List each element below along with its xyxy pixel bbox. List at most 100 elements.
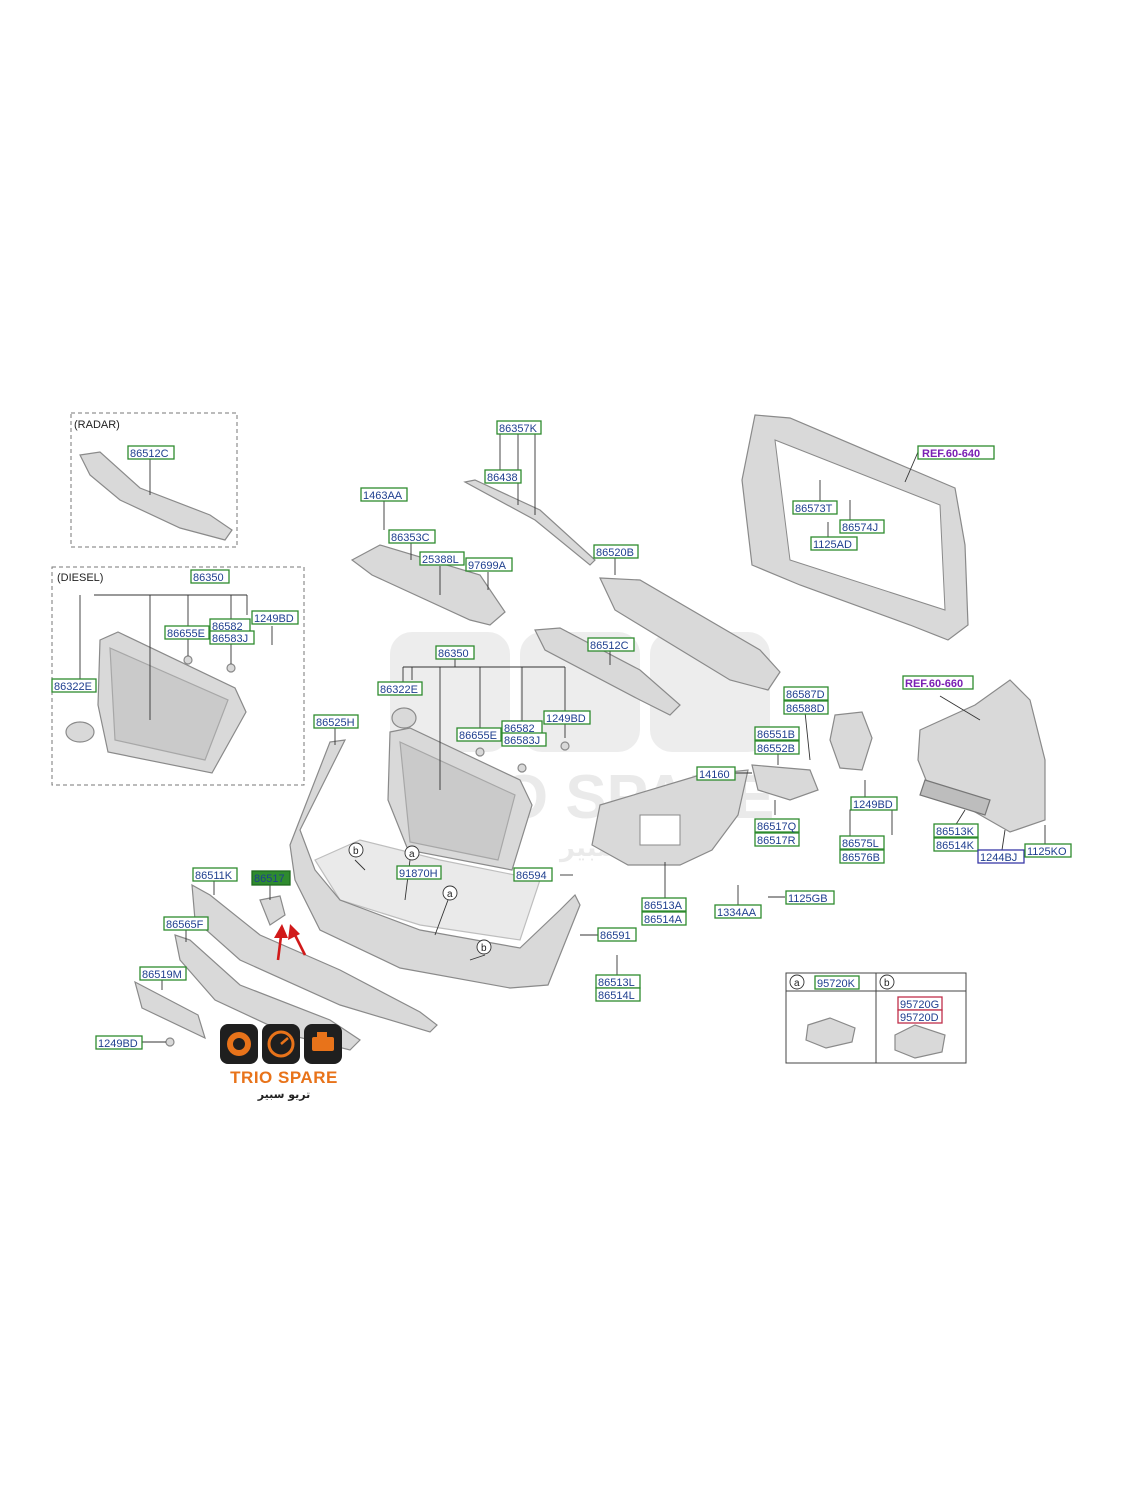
- label-diesel-1249BD[interactable]: 1249BD: [251, 610, 299, 625]
- label-86588D[interactable]: 86588D: [783, 700, 829, 715]
- label-86350[interactable]: 86350: [435, 645, 475, 660]
- label-86438[interactable]: 86438: [484, 469, 522, 484]
- label-1125KO[interactable]: 1125KO: [1024, 843, 1072, 858]
- bumper-bracket[interactable]: [751, 764, 819, 801]
- label-86565F[interactable]: 86565F: [163, 916, 209, 931]
- label-14160[interactable]: 14160: [696, 766, 736, 781]
- label-86512C[interactable]: 86512C: [587, 637, 635, 652]
- label-95720K[interactable]: 95720K: [814, 975, 860, 990]
- label-86517R[interactable]: 86517R: [754, 832, 800, 847]
- svg-text:86513L: 86513L: [598, 977, 635, 989]
- label-diesel-86350[interactable]: 86350: [190, 569, 230, 584]
- svg-text:1249BD: 1249BD: [98, 1038, 138, 1050]
- bumper-absorber[interactable]: [599, 577, 781, 691]
- svg-text:86520B: 86520B: [596, 547, 634, 559]
- center-grille: [387, 655, 570, 871]
- label-86514K[interactable]: 86514K: [933, 837, 979, 852]
- label-radar-86512C[interactable]: 86512C: [127, 445, 175, 460]
- label-ref-60-640[interactable]: REF.60-640: [917, 445, 995, 460]
- svg-text:95720D: 95720D: [900, 1012, 939, 1024]
- hood-seal[interactable]: [463, 479, 596, 566]
- label-1249BD-c[interactable]: 1249BD: [95, 1035, 143, 1050]
- label-86551B[interactable]: 86551B: [754, 726, 800, 741]
- upper-cover[interactable]: [350, 544, 506, 626]
- label-86513K[interactable]: 86513K: [933, 823, 979, 838]
- label-86514A[interactable]: 86514A: [641, 911, 687, 926]
- front-bumper-cover[interactable]: [289, 739, 581, 989]
- tow-hook-cover[interactable]: [259, 895, 286, 926]
- svg-text:1249BD: 1249BD: [546, 713, 586, 725]
- label-86513L[interactable]: 86513L: [595, 974, 641, 989]
- bumper-cover: [289, 728, 581, 989]
- radar-grille-garnish[interactable]: [79, 451, 233, 541]
- label-86511K[interactable]: 86511K: [192, 867, 238, 882]
- label-1125GB[interactable]: 1125GB: [785, 890, 835, 905]
- inset-tag-a: a: [794, 978, 800, 989]
- label-86514L[interactable]: 86514L: [595, 987, 641, 1002]
- emblem[interactable]: [391, 707, 417, 729]
- label-86357K[interactable]: 86357K: [496, 420, 542, 435]
- grille-garnish[interactable]: [534, 627, 681, 716]
- label-86552B[interactable]: 86552B: [754, 740, 800, 755]
- label-86517Q[interactable]: 86517Q: [754, 818, 800, 833]
- label-95720G[interactable]: 95720G: [897, 996, 943, 1011]
- svg-text:86513K: 86513K: [936, 826, 975, 838]
- label-ref-60-660[interactable]: REF.60-660: [902, 675, 974, 690]
- label-86583J[interactable]: 86583J: [501, 732, 547, 747]
- label-86517-selected[interactable]: 86517: [251, 870, 291, 886]
- label-86576B[interactable]: 86576B: [839, 849, 885, 864]
- part-labels: 86512C 86350 86655E 86582 86583J 1249BD …: [51, 420, 1072, 1050]
- diesel-emblem[interactable]: [65, 721, 95, 743]
- lower-lip-garnish[interactable]: [191, 883, 438, 1033]
- svg-text:1125GB: 1125GB: [788, 893, 828, 905]
- svg-text:86517R: 86517R: [757, 835, 796, 847]
- svg-text:86350: 86350: [193, 572, 224, 584]
- skid-plate[interactable]: [174, 934, 361, 1051]
- parking-sensor-b[interactable]: [894, 1024, 946, 1059]
- label-86574J[interactable]: 86574J: [839, 519, 885, 534]
- svg-text:14160: 14160: [699, 769, 730, 781]
- svg-text:86353C: 86353C: [391, 532, 430, 544]
- svg-text:95720G: 95720G: [900, 999, 939, 1011]
- label-86587D[interactable]: 86587D: [783, 686, 829, 701]
- svg-text:25388L: 25388L: [422, 554, 459, 566]
- svg-text:86576B: 86576B: [842, 852, 880, 864]
- label-diesel-86655E[interactable]: 86655E: [164, 625, 210, 640]
- label-1334AA[interactable]: 1334AA: [714, 904, 762, 919]
- label-86525H[interactable]: 86525H: [313, 714, 359, 729]
- label-95720D[interactable]: 95720D: [897, 1009, 943, 1024]
- license-plate-bracket[interactable]: [134, 980, 206, 1040]
- air-guard[interactable]: [829, 711, 873, 771]
- label-86573T[interactable]: 86573T: [792, 500, 838, 515]
- label-86353C[interactable]: 86353C: [388, 529, 436, 544]
- svg-text:1125AD: 1125AD: [813, 539, 852, 551]
- svg-text:86514K: 86514K: [936, 840, 975, 852]
- label-86655E[interactable]: 86655E: [456, 727, 502, 742]
- svg-text:86322E: 86322E: [380, 684, 418, 696]
- svg-text:1463AA: 1463AA: [363, 490, 403, 502]
- label-diesel-86583J[interactable]: 86583J: [209, 630, 255, 645]
- label-86594[interactable]: 86594: [513, 867, 553, 882]
- svg-text:86511K: 86511K: [195, 870, 233, 882]
- label-1244BJ[interactable]: 1244BJ: [977, 849, 1025, 864]
- label-1249BD-b[interactable]: 1249BD: [850, 796, 898, 811]
- label-1125AD[interactable]: 1125AD: [810, 536, 858, 551]
- label-86520B[interactable]: 86520B: [593, 544, 639, 559]
- label-91870H[interactable]: 91870H: [396, 865, 442, 880]
- label-86519M[interactable]: 86519M: [139, 966, 187, 981]
- label-97699A[interactable]: 97699A: [465, 557, 513, 572]
- parking-sensor-a[interactable]: [805, 1017, 856, 1049]
- label-1463AA[interactable]: 1463AA: [360, 487, 408, 502]
- svg-text:REF.60-640: REF.60-640: [922, 448, 980, 460]
- label-86575L[interactable]: 86575L: [839, 835, 885, 850]
- svg-text:86574J: 86574J: [842, 522, 878, 534]
- label-86322E[interactable]: 86322E: [377, 681, 423, 696]
- label-1249BD-a[interactable]: 1249BD: [543, 710, 591, 725]
- label-86591[interactable]: 86591: [597, 927, 637, 942]
- label-diesel-86322E[interactable]: 86322E: [51, 678, 97, 693]
- label-86513A[interactable]: 86513A: [641, 897, 687, 912]
- label-25388L[interactable]: 25388L: [419, 551, 465, 566]
- svg-text:86322E: 86322E: [54, 681, 92, 693]
- label-86582[interactable]: 86582: [501, 720, 543, 735]
